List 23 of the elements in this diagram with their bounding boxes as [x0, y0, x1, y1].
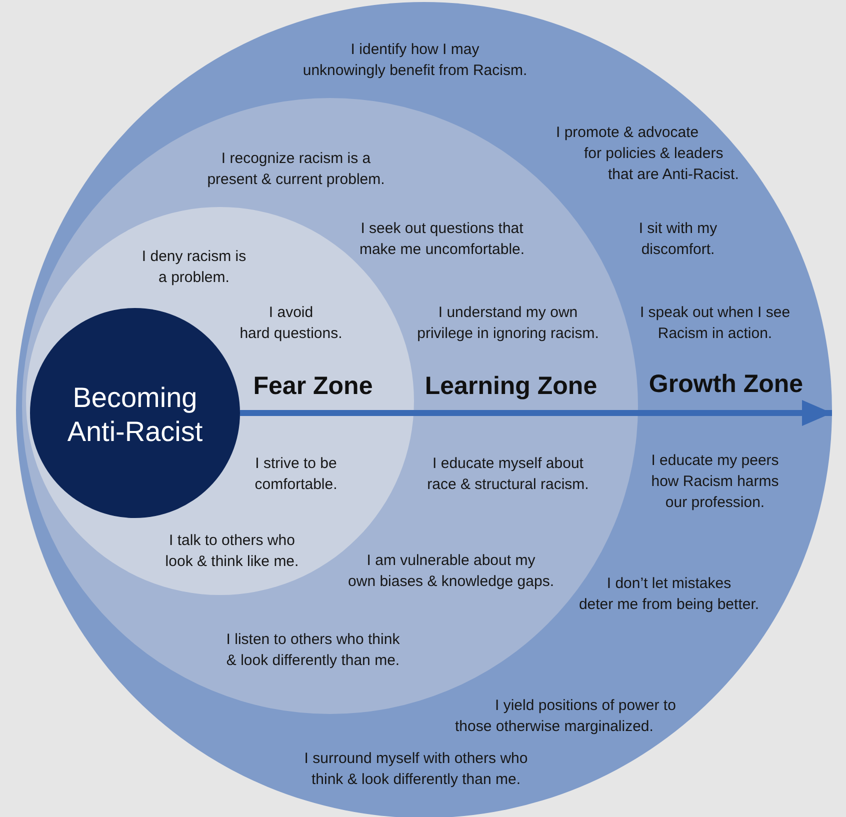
statement-text: I deny racism is a problem.	[142, 247, 246, 288]
circle-label: Becoming Anti-Racist	[67, 381, 203, 449]
arrow	[240, 400, 832, 426]
statement-text: I am vulnerable about my own biases & knowledge gaps.	[348, 551, 554, 592]
statement-text: I avoid hard questions.	[240, 303, 342, 344]
statement-text: I educate myself about race & structural racism.	[427, 454, 589, 495]
statement-text: I sit with my discomfort.	[638, 219, 718, 260]
zone-heading: Growth Zone	[648, 369, 804, 399]
statement-text: I surround myself with others who think & look differently than me.	[304, 749, 528, 790]
statement-text: I educate my peers how Racism harms our profession.	[651, 451, 779, 513]
statement-text: I listen to others who think & look differently than me.	[226, 630, 400, 671]
statement-text: I promote & advocate for policies & leaders that are Anti-Racist.	[556, 123, 739, 185]
statement-text: I yield positions of power to those otherwise marginalized.	[455, 696, 676, 737]
statement-text: I speak out when I see Racism in action.	[640, 303, 790, 344]
statement-text: I talk to others who look & think like me.	[165, 531, 299, 572]
zone-heading: Learning Zone	[424, 371, 598, 401]
statement-text: I don’t let mistakes deter me from being better.	[578, 574, 760, 615]
zone-heading: Fear Zone	[253, 371, 373, 401]
statement-text: I strive to be comfortable.	[254, 454, 338, 495]
statement-text: I understand my own privilege in ignoring racism.	[417, 303, 599, 344]
statement-text: I seek out questions that make me uncomfortable.	[359, 219, 525, 260]
statement-text: I identify how I may unknowingly benefit from Racism.	[302, 40, 528, 81]
statement-text: I recognize racism is a present & current problem.	[207, 149, 385, 190]
